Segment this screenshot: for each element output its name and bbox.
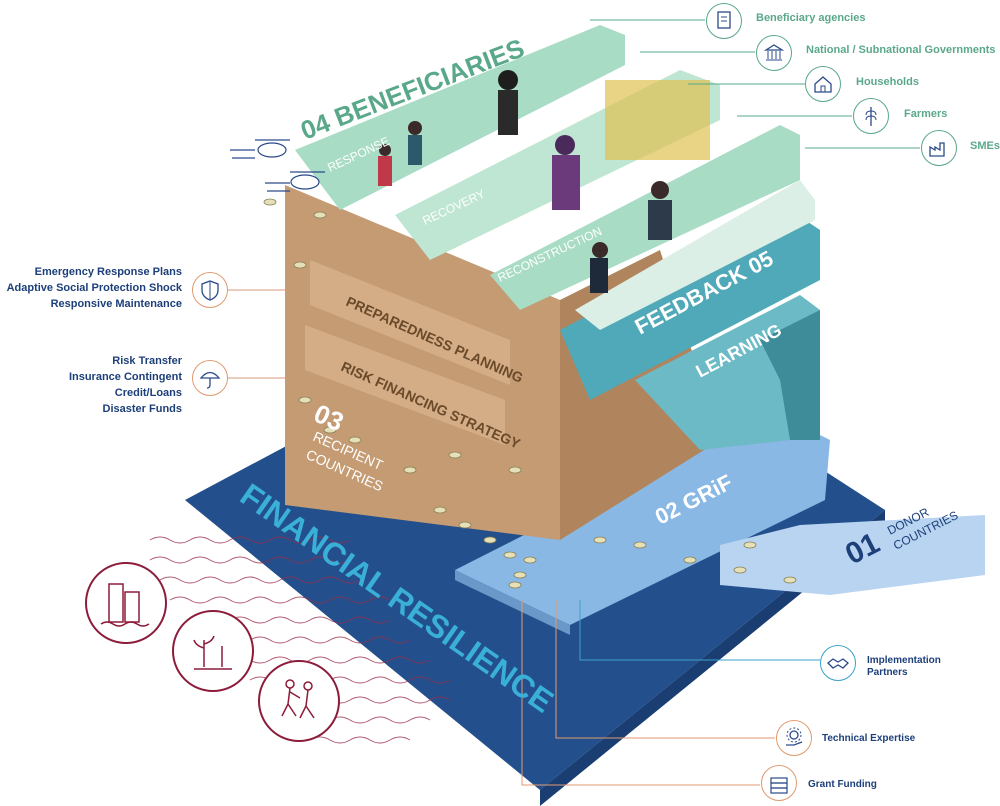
feedback-block <box>560 210 820 400</box>
emergency-response-label: Emergency Response Plans <box>34 266 182 278</box>
coins <box>263 198 797 589</box>
document-icon <box>706 3 742 39</box>
grif-slab <box>455 410 830 625</box>
umbrella-icon <box>192 360 228 396</box>
risk-transfer-label: Risk Transfer <box>112 355 182 367</box>
insurance-label: Insurance Contingent Credit/Loans <box>68 371 182 399</box>
implementation-partners-label: Implementation Partners <box>867 655 941 678</box>
bottom-connector-lines <box>521 600 820 786</box>
shield-icon <box>192 272 228 308</box>
smes-label: SMEs <box>970 140 1000 152</box>
left-connector-lines <box>228 289 290 379</box>
disaster-funds-label: Disaster Funds <box>102 403 182 415</box>
technical-expertise-label: Technical Expertise <box>822 733 916 744</box>
grant-funding-label: Grant Funding <box>808 779 877 790</box>
house-icon <box>805 66 841 102</box>
feedback-top <box>575 180 815 330</box>
flooded-buildings-icon <box>85 562 167 644</box>
people-illustrations <box>378 70 672 293</box>
right-connector-lines <box>590 19 920 149</box>
risk-financing-lines: Risk Transfer Insurance Contingent Credi… <box>0 353 182 417</box>
recipient-block-side <box>285 185 560 540</box>
government-building-icon <box>756 35 792 71</box>
preparedness-strip <box>310 260 510 385</box>
helicopter-icons <box>230 139 325 192</box>
preparedness-lines: Emergency Response Plans Adaptive Social… <box>7 264 182 312</box>
households-label: Households <box>856 76 919 88</box>
beneficiary-agencies-label: Beneficiary agencies <box>756 12 866 24</box>
wheat-icon <box>853 98 889 134</box>
factory-icon <box>921 130 957 166</box>
risk-strategy-strip <box>305 325 505 445</box>
governments-label: National / Subnational Governments <box>806 44 996 56</box>
responsive-maintenance-label: Responsive Maintenance <box>50 298 182 310</box>
handshake-icon <box>820 645 856 681</box>
response-step <box>295 25 625 210</box>
people-fleeing-icon <box>258 660 340 742</box>
reconstruction-step <box>490 125 800 310</box>
gear-hand-icon <box>776 720 812 756</box>
farmers-label: Farmers <box>904 108 948 120</box>
donor-slab <box>720 515 985 595</box>
drought-plants-icon <box>172 610 254 692</box>
crowd-illustration <box>605 80 710 160</box>
cash-stack-icon <box>761 765 797 801</box>
adaptive-social-label: Adaptive Social Protection Shock <box>6 282 182 294</box>
